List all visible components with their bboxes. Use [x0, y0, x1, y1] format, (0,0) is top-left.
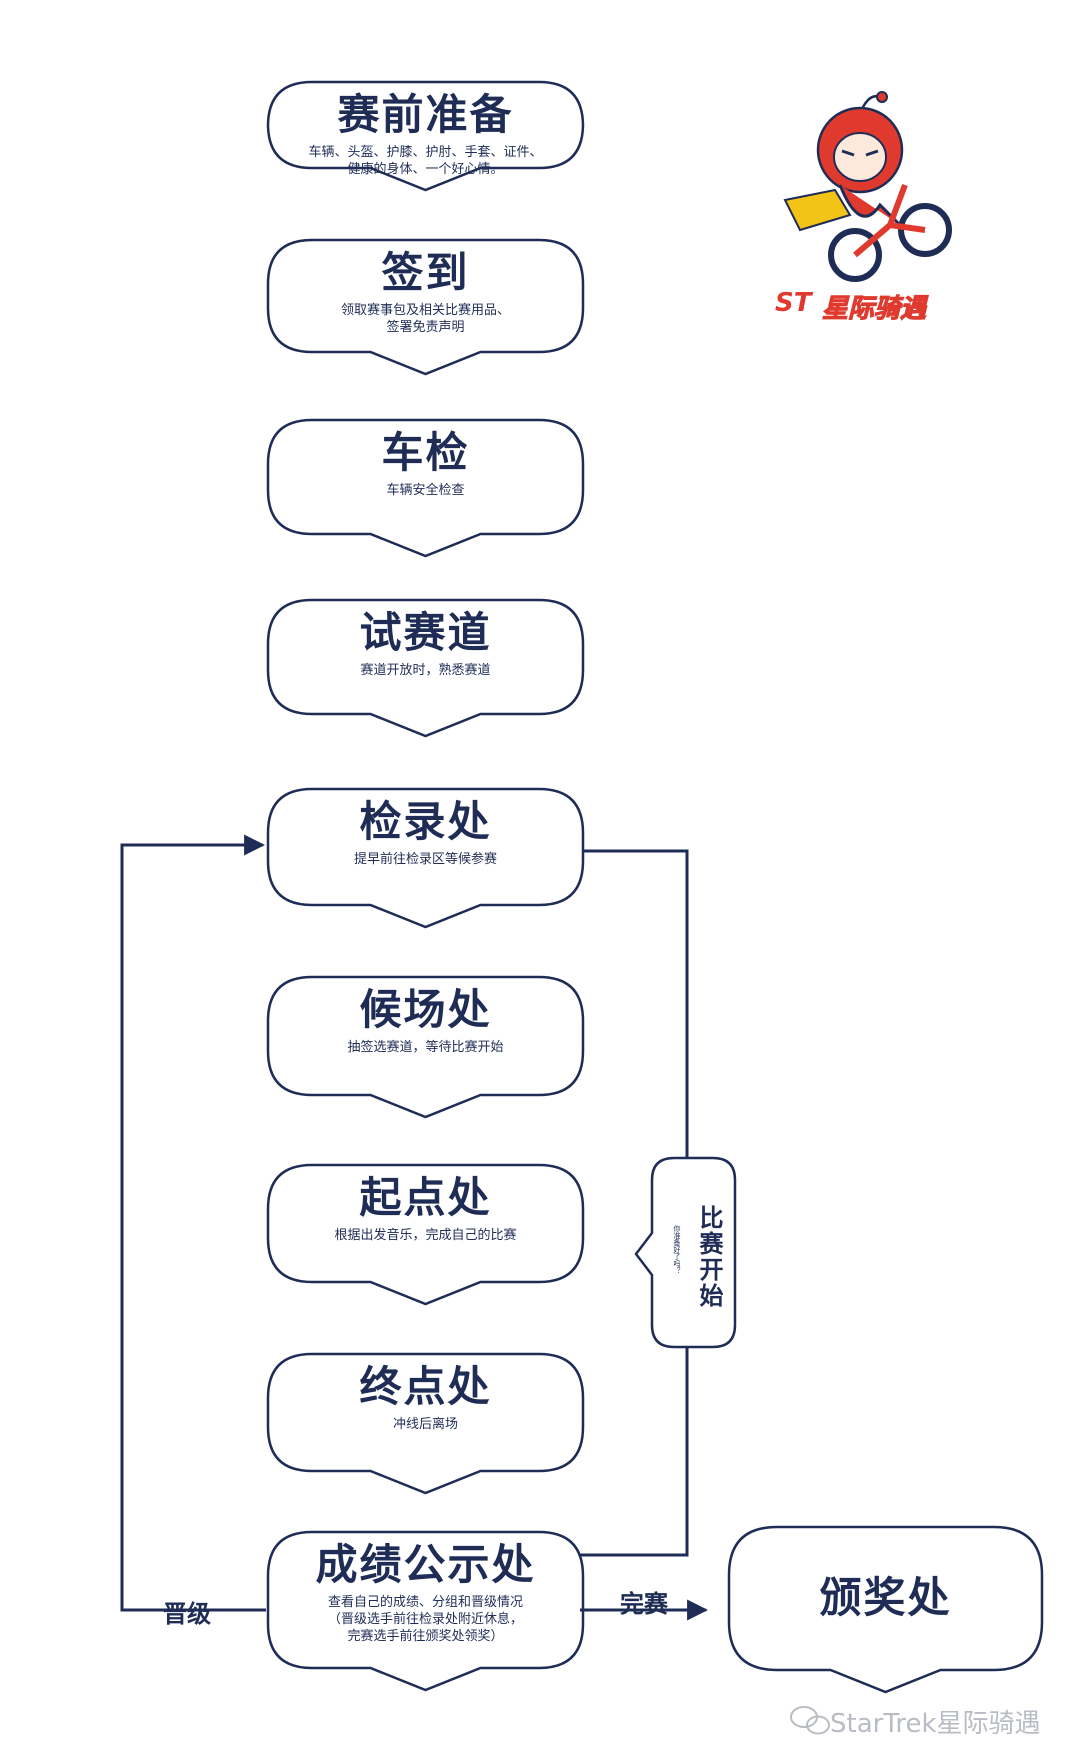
step-text-8: 终点处冲线后离场	[268, 1362, 583, 1433]
step-title: 成绩公示处	[315, 1540, 536, 1589]
step-box-9	[266, 1530, 585, 1692]
race-start-label: 比赛开始	[695, 1205, 723, 1309]
step-text-1: 赛前准备车辆、头盔、护膝、护肘、手套、证件、 健康的身体、一个好心情。	[268, 90, 583, 178]
step-text-7: 起点处根据出发音乐，完成自己的比赛	[268, 1173, 583, 1244]
step-text-3: 车检车辆安全检查	[268, 428, 583, 499]
step-box-7	[266, 1163, 585, 1306]
logo-st: ST	[775, 288, 812, 318]
logo-name: 星际骑遇	[821, 294, 927, 325]
award-box	[727, 1525, 1044, 1694]
step-description: 抽签选赛道，等待比赛开始	[347, 1040, 504, 1056]
step-title: 候场处	[359, 985, 492, 1034]
step-text-4: 试赛道赛道开放时，熟悉赛道	[268, 608, 583, 679]
award-text: 颁奖处	[729, 1573, 1042, 1622]
finish-label: 完赛	[620, 1590, 668, 1618]
award-title: 颁奖处	[819, 1573, 952, 1622]
race-start-sublabel: 你准备好了吗？	[673, 1225, 681, 1274]
step-text-6: 候场处抽签选赛道，等待比赛开始	[268, 985, 583, 1056]
step-description: 根据出发音乐，完成自己的比赛	[334, 1228, 517, 1244]
step-box-5	[266, 787, 585, 929]
mascot-cyclist-icon	[783, 91, 952, 282]
step-title: 起点处	[359, 1173, 492, 1222]
step-description: 车辆安全检查	[386, 483, 465, 499]
step-text-9: 成绩公示处查看自己的成绩、分组和晋级情况 （晋级选手前往检录处附近休息， 完赛选…	[268, 1540, 583, 1645]
step-description: 领取赛事包及相关比赛用品、 签署免责声明	[340, 303, 510, 336]
step-title: 检录处	[359, 797, 492, 846]
watermark-text: StarTrek星际骑遇	[830, 1709, 1041, 1739]
step-text-5: 检录处提早前往检录区等候参赛	[268, 797, 583, 868]
step-title: 签到	[381, 248, 470, 297]
race-start-badge	[634, 1156, 737, 1349]
step-description: 查看自己的成绩、分组和晋级情况 （晋级选手前往检录处附近休息， 完赛选手前往颁奖…	[327, 1595, 523, 1645]
step-title: 试赛道	[359, 608, 492, 657]
wechat-icon	[790, 1706, 830, 1735]
step-description: 冲线后离场	[392, 1417, 458, 1433]
step-description: 赛道开放时，熟悉赛道	[360, 663, 491, 679]
step-text-2: 签到领取赛事包及相关比赛用品、 签署免责声明	[268, 248, 583, 336]
step-box-2	[266, 238, 585, 376]
step-title: 终点处	[359, 1362, 492, 1411]
step-box-4	[266, 598, 585, 738]
step-description: 车辆、头盔、护膝、护肘、手套、证件、 健康的身体、一个好心情。	[308, 145, 543, 178]
step-box-3	[266, 418, 585, 558]
step-description: 提早前往检录区等候参赛	[353, 852, 497, 868]
step-box-1	[266, 80, 585, 192]
promote-connector	[120, 834, 266, 1612]
step-title: 车检	[381, 428, 470, 477]
step-box-8	[266, 1352, 585, 1495]
step-title: 赛前准备	[337, 90, 514, 139]
promote-label: 晋级	[163, 1600, 211, 1628]
step-box-6	[266, 975, 585, 1119]
